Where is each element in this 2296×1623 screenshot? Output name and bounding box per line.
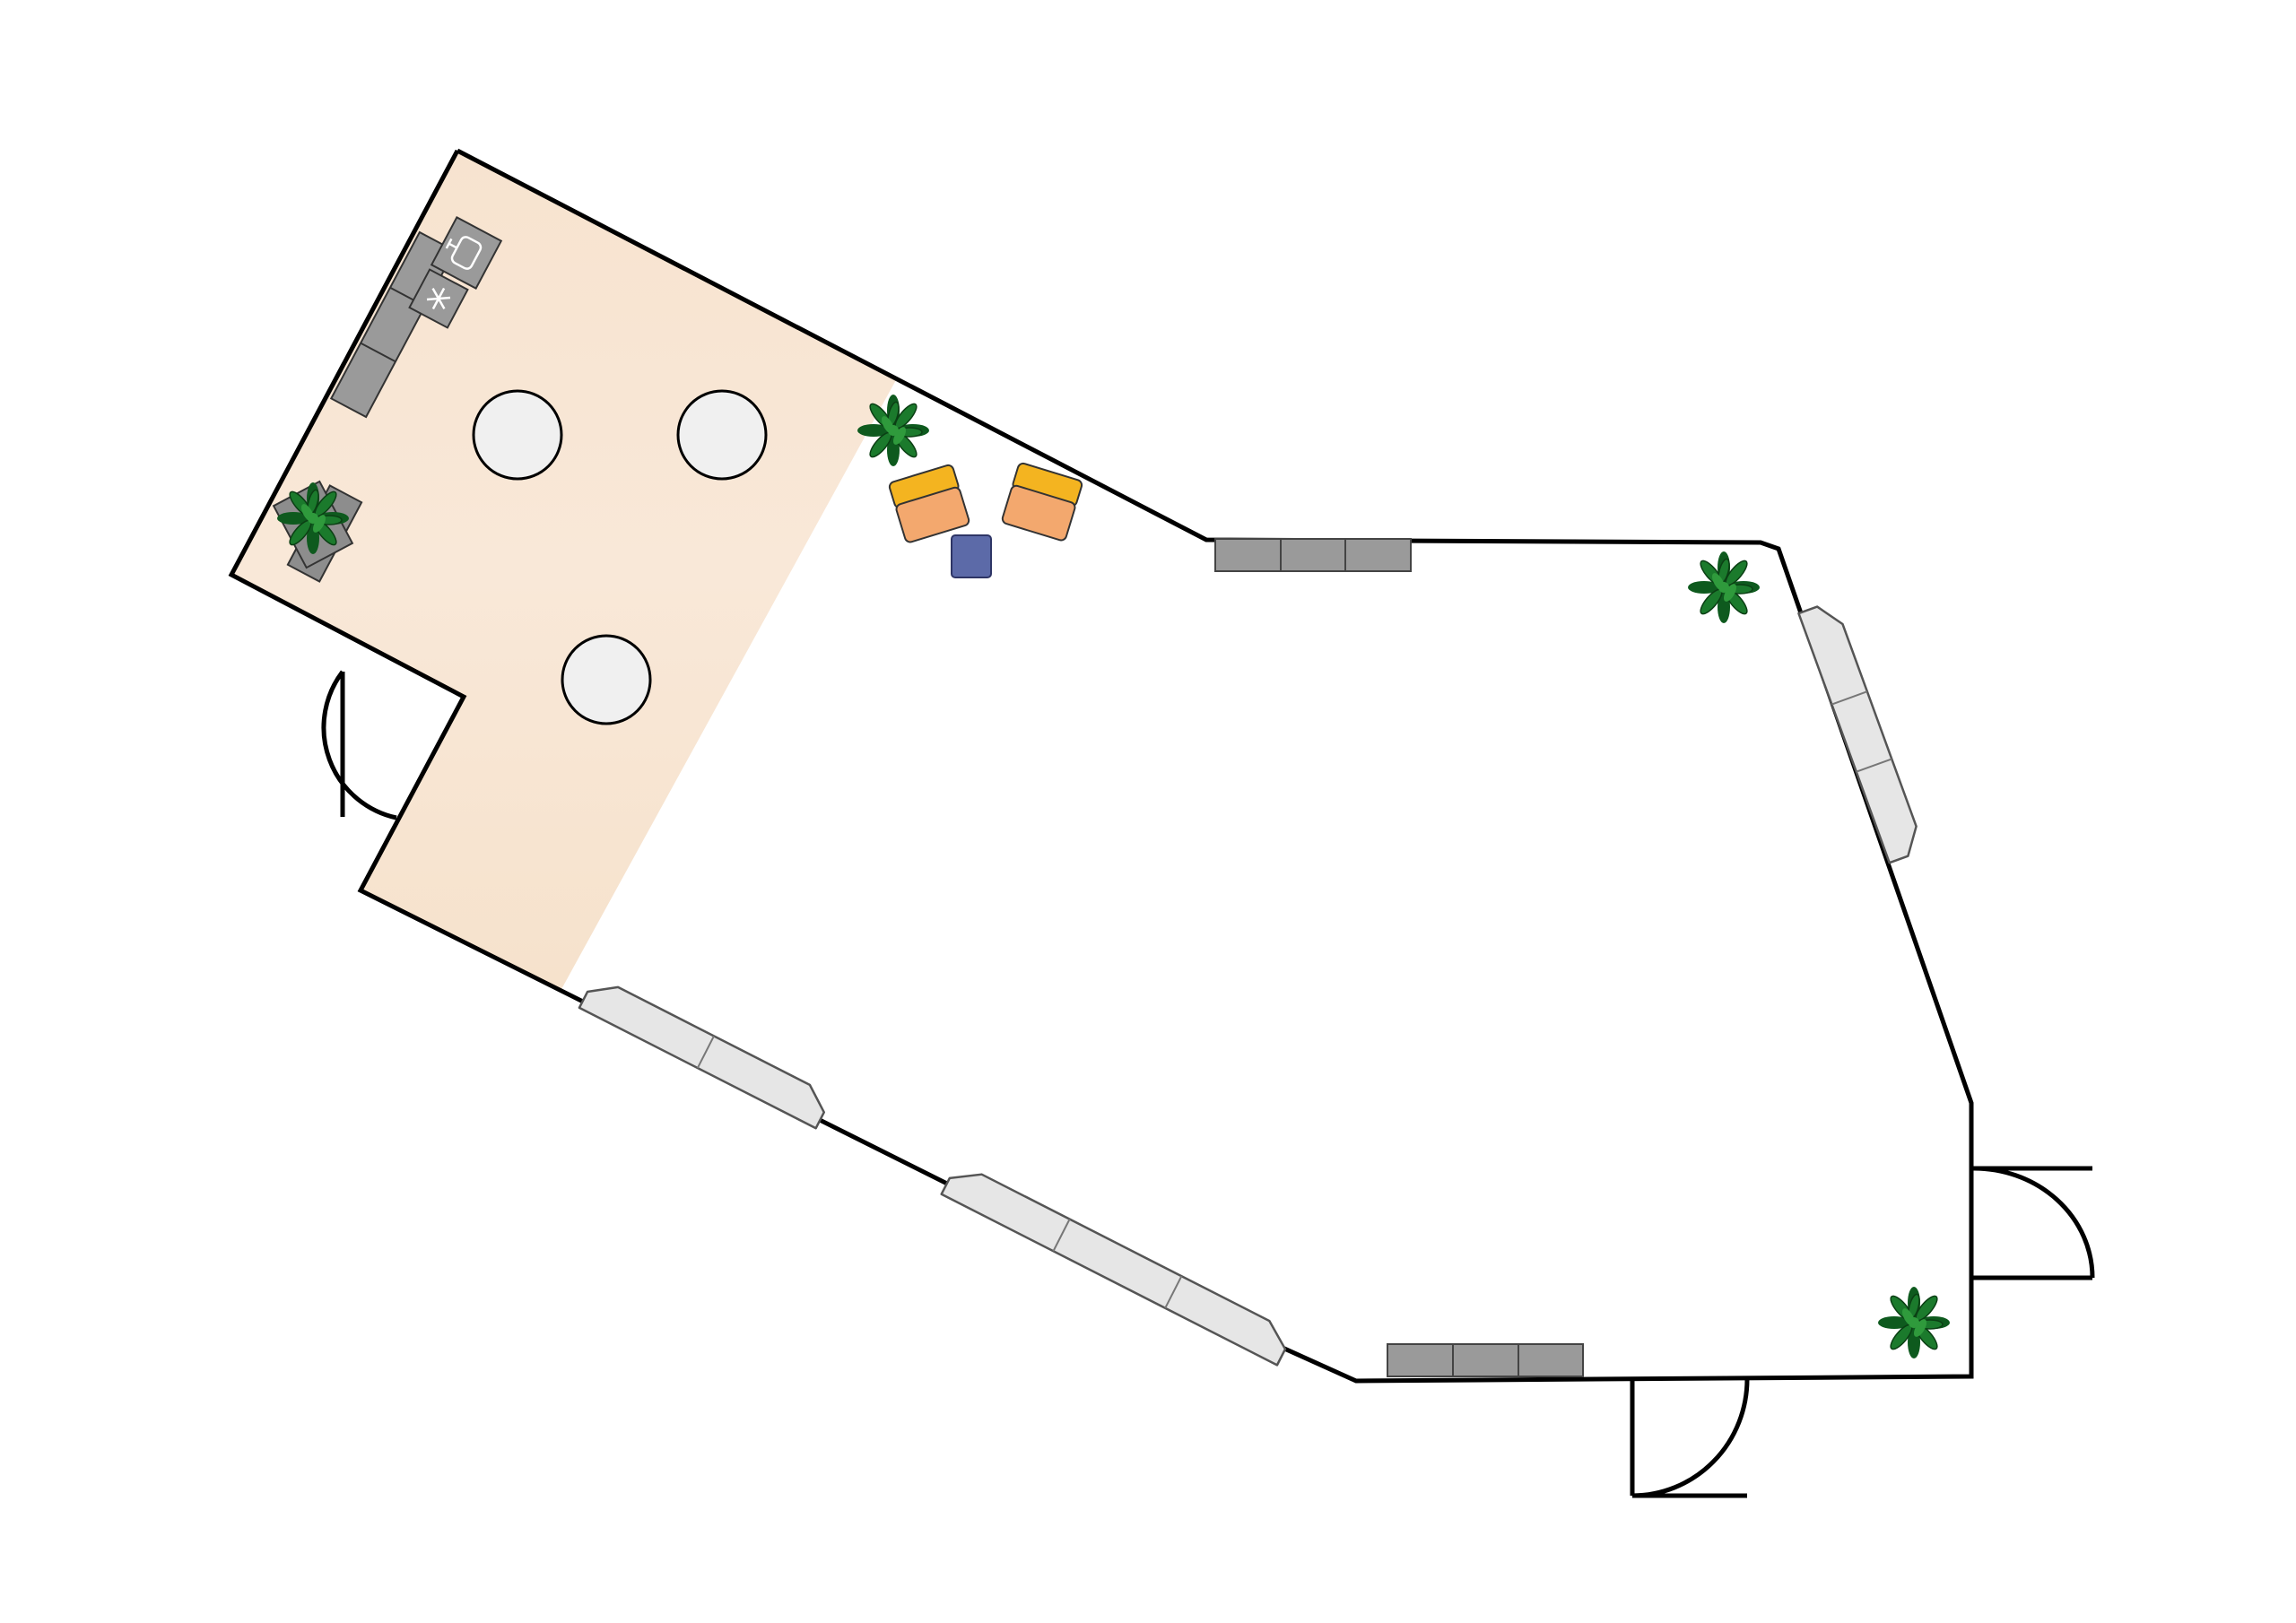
sofa-east (1797, 605, 1918, 864)
round-table (561, 634, 652, 725)
sink-icon (430, 216, 503, 290)
armchair-left (888, 464, 970, 543)
kitchen-floor-area (231, 151, 897, 991)
sofa-south (940, 1173, 1287, 1367)
door-east[interactable] (1970, 1166, 2095, 1280)
side-table (951, 534, 992, 578)
round-table (676, 389, 768, 481)
plant-icon (1687, 551, 1761, 624)
plant-icon (1877, 1286, 1951, 1359)
wall-outline (228, 148, 1974, 1384)
door-west[interactable] (321, 670, 397, 820)
wall-cabinet-south (1387, 1343, 1584, 1377)
wall-cabinet-north (1214, 538, 1412, 572)
round-table (472, 389, 563, 481)
sofa-southwest (578, 985, 826, 1130)
snowflake-icon (408, 268, 469, 329)
door-south[interactable] (1630, 1378, 1750, 1498)
plant-icon (272, 480, 354, 569)
armchair-right (1001, 462, 1083, 542)
